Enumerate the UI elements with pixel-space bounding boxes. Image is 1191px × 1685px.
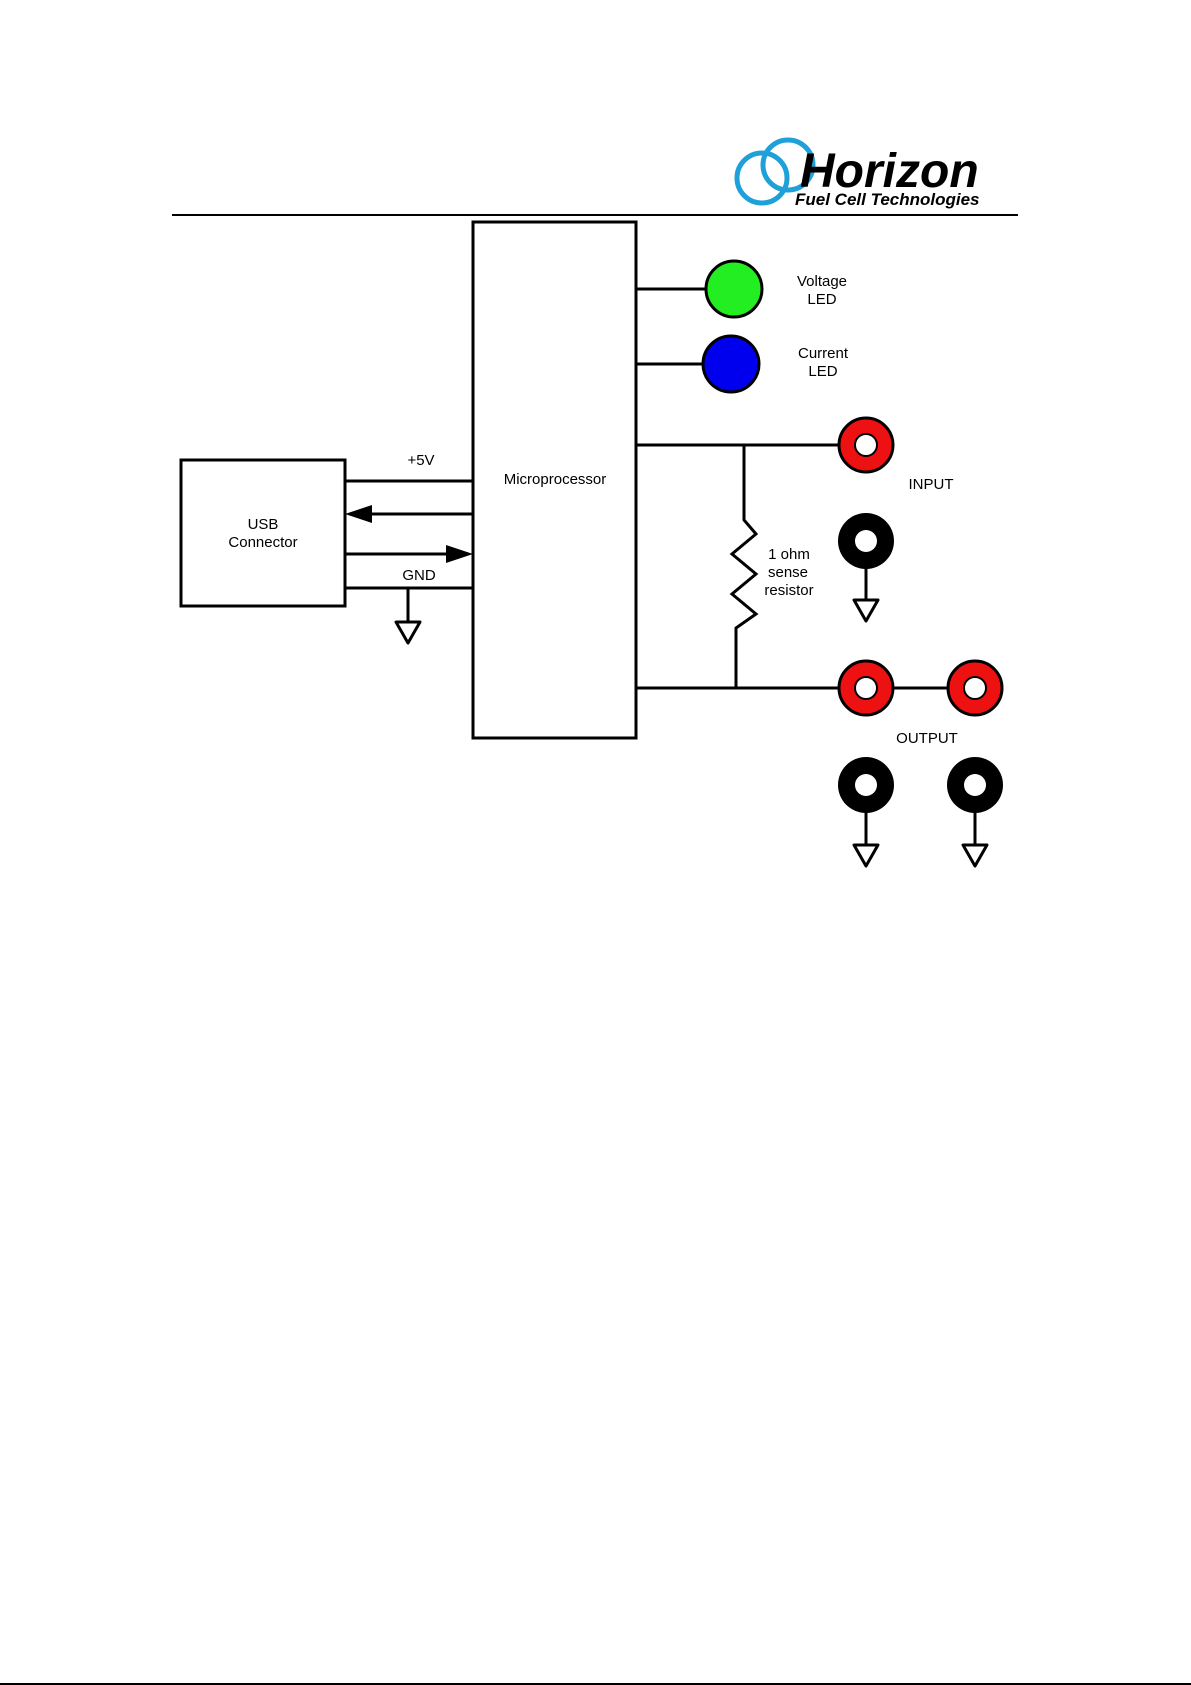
current-led-icon (703, 336, 759, 392)
sense-resistor-icon (732, 445, 756, 688)
output-label: OUTPUT (896, 730, 958, 747)
ground-symbol-icon (396, 622, 420, 643)
terminal-hole (855, 530, 877, 552)
voltage-led-label-line2: LED (807, 291, 836, 308)
terminal-hole (855, 774, 877, 796)
input-label: INPUT (909, 476, 954, 493)
resistor-label-line1: 1 ohm (768, 546, 810, 563)
resistor-label-line3: resistor (764, 582, 813, 599)
usb-label-line1: USB (248, 516, 279, 533)
terminal-hole (855, 677, 877, 699)
logo-tagline: Fuel Cell Technologies (795, 190, 980, 209)
ground-symbol-icon (854, 600, 878, 621)
usb-connector-box (181, 460, 345, 606)
voltage-led-icon (706, 261, 762, 317)
usb-label-line2: Connector (228, 534, 297, 551)
ground-symbol-icon (963, 845, 987, 866)
terminal-hole (964, 774, 986, 796)
arrow-left-icon (345, 505, 372, 523)
current-led-label-line2: LED (808, 363, 837, 380)
gnd-label: GND (402, 567, 436, 584)
resistor-label-line2: sense (768, 564, 808, 581)
horizon-logo: Horizon Fuel Cell Technologies (737, 140, 980, 209)
ground-symbol-icon (854, 845, 878, 866)
terminal-hole (855, 434, 877, 456)
arrow-right-icon (446, 545, 473, 563)
microprocessor-label: Microprocessor (504, 471, 607, 488)
current-led-label-line1: Current (798, 345, 849, 362)
plus5v-label: +5V (407, 452, 434, 469)
voltage-led-label-line1: Voltage (797, 273, 847, 290)
terminal-hole (964, 677, 986, 699)
